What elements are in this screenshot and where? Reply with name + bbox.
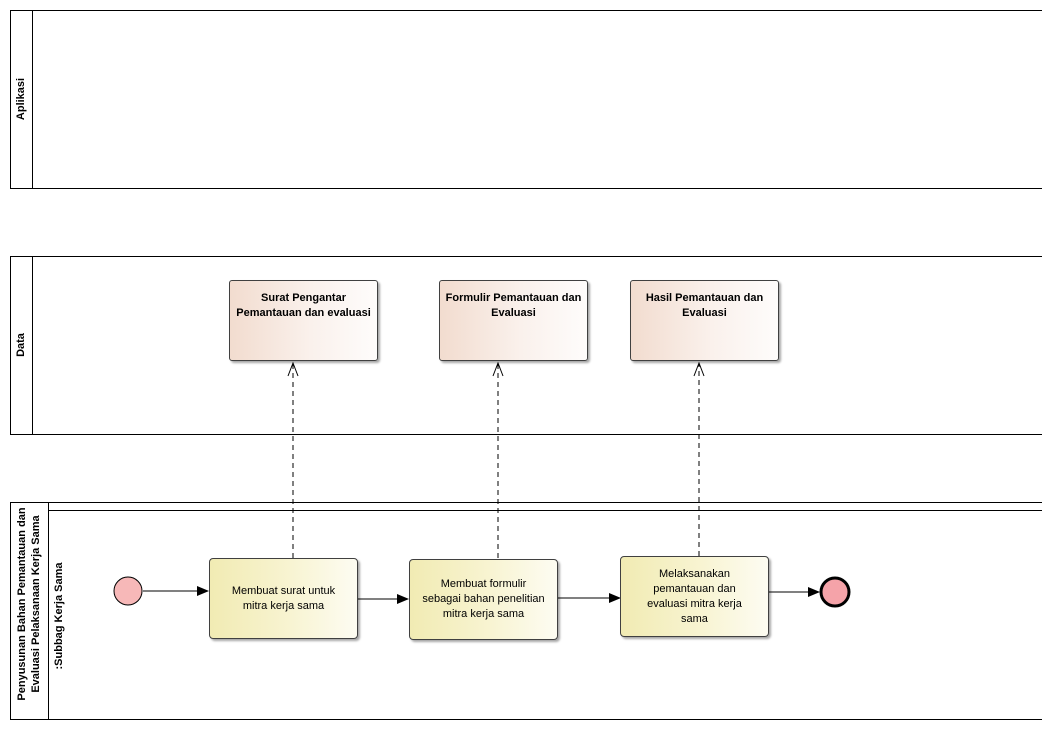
data-object-1-line1: Surat Pengantar: [261, 292, 346, 304]
data-object-2-line2: Evaluasi: [491, 307, 536, 319]
lane-aplikasi-header: Aplikasi: [11, 11, 33, 188]
data-object-3-line1: Hasil Pemantauan dan: [645, 292, 764, 304]
data-object-3-line2: Evaluasi: [682, 307, 727, 319]
task-membuat-formulir[interactable]: Membuat formulir sebagai bahan penelitia…: [409, 559, 558, 640]
task-3-line3: evaluasi mitra kerja: [647, 597, 742, 610]
task-membuat-surat[interactable]: Membuat surat untuk mitra kerja sama: [209, 558, 358, 639]
data-object-1-line2: Pemantauan dan evaluasi: [236, 307, 371, 319]
task-1-line1: Membuat surat untuk: [231, 584, 336, 597]
task-melaksanakan[interactable]: Melaksanakan pemantauan dan evaluasi mit…: [620, 556, 769, 637]
task-2-line3: mitra kerja sama: [442, 608, 525, 620]
task-2-line1: Membuat formulir: [440, 578, 527, 590]
association-arrowhead-2: [492, 361, 504, 377]
data-object-hasil[interactable]: Hasil Pemantauan dan Evaluasi: [630, 280, 779, 361]
task-3-line4: sama: [681, 612, 708, 625]
lane-data-header: Data: [11, 257, 33, 434]
association-arrowhead-1: [287, 361, 299, 377]
task-2-line2: sebagai bahan penelitian: [422, 593, 545, 605]
end-event[interactable]: [819, 576, 851, 608]
start-event[interactable]: [113, 576, 143, 606]
lane-aplikasi: Aplikasi: [10, 10, 1042, 189]
task-3-line2: pemantauan dan: [653, 582, 736, 595]
data-object-formulir[interactable]: Formulir Pemantauan dan Evaluasi: [439, 280, 588, 361]
task-3-line1: Melaksanakan: [659, 567, 730, 580]
task-1-line2: mitra kerja sama: [242, 599, 325, 612]
data-object-surat-pengantar[interactable]: Surat Pengantar Pemantauan dan evaluasi: [229, 280, 378, 361]
association-arrowhead-3: [693, 361, 705, 377]
data-object-2-line1: Formulir Pemantauan dan: [445, 292, 582, 304]
